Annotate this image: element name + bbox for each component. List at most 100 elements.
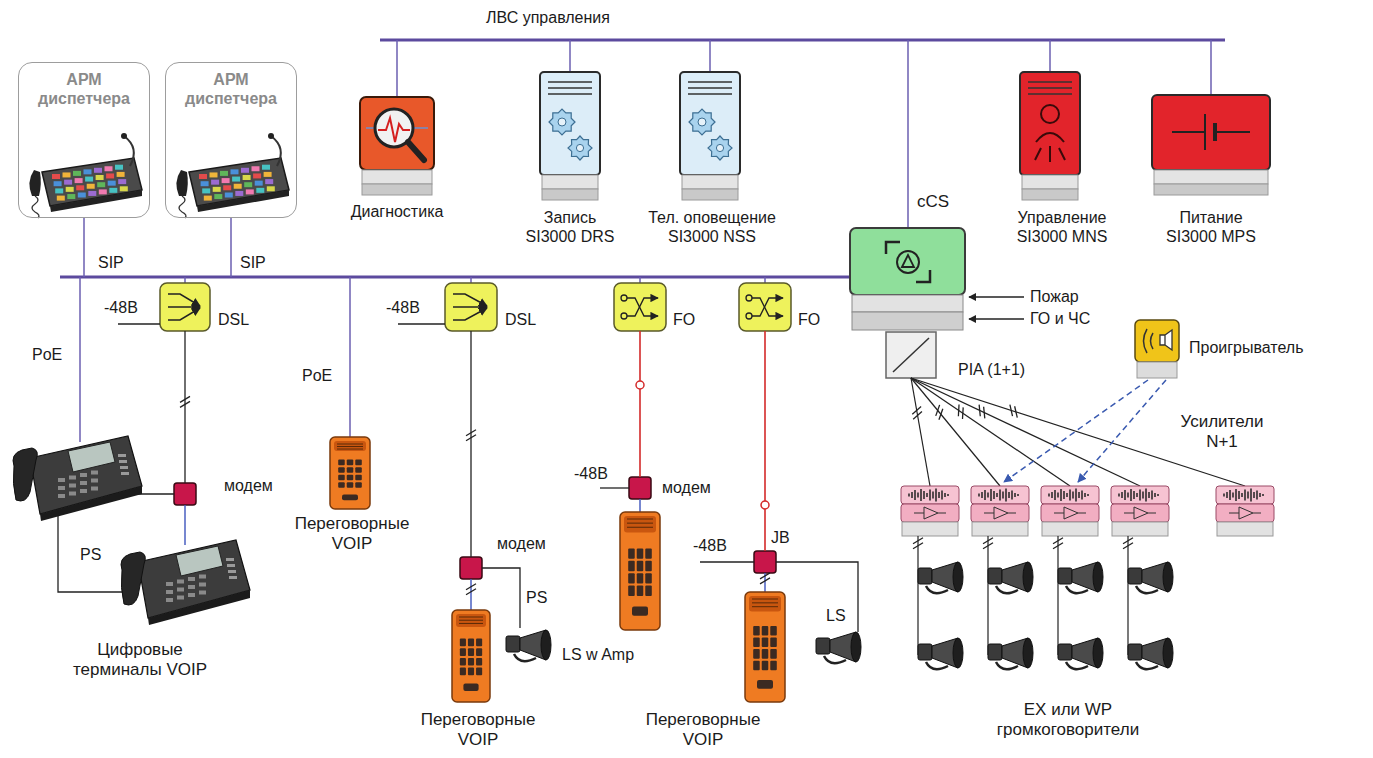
console-key: [105, 166, 113, 171]
intercom-key: [645, 561, 652, 571]
node-label: JB: [771, 528, 790, 547]
console-base: [197, 190, 289, 212]
phone-key: [69, 476, 76, 480]
fiber-port: [621, 313, 627, 319]
console-key: [255, 181, 263, 186]
waveform: [1157, 494, 1159, 496]
bus-drop: [396, 40, 398, 97]
node-label: DSL: [505, 310, 536, 329]
waveform: [1232, 493, 1234, 498]
waveform: [1250, 489, 1252, 502]
waveform: [1223, 494, 1225, 497]
diagnostics-icon: Диагностика: [358, 97, 436, 195]
control-rays: [1035, 146, 1065, 162]
intercom-key: [468, 658, 474, 666]
cable-hash-mark: [466, 589, 476, 595]
node-label: модем: [497, 534, 546, 553]
amplifier-unit: [901, 486, 959, 504]
waveform: [1253, 492, 1255, 498]
speaker-driver: [1128, 568, 1142, 584]
intercom-key: [476, 648, 482, 656]
intercom-key: [762, 626, 769, 636]
switch-body: [850, 228, 965, 295]
fiber-unit: FO: [614, 283, 666, 331]
waveform: [1238, 491, 1240, 499]
waveform: [914, 490, 916, 500]
device-caption: Переговорные VOIP: [645, 710, 762, 751]
console-key: [211, 180, 219, 185]
console-key: [75, 178, 83, 183]
node-label: Тел. оповещение SI3000 NSS: [647, 208, 777, 246]
handset: [176, 170, 187, 196]
cable-hash-mark: [913, 538, 923, 544]
sip-bus: [60, 276, 850, 279]
console-key: [73, 171, 81, 176]
console-key: [109, 188, 117, 193]
waveform: [999, 490, 1001, 501]
power-label: PS: [526, 588, 547, 607]
intercom-key: [637, 586, 644, 596]
phone-key: [199, 575, 206, 579]
amplifier-unit: [1216, 486, 1274, 504]
intercom-key: [460, 668, 466, 676]
waveform: [1078, 492, 1080, 498]
switch-bar: [852, 295, 963, 312]
diagnostics-monitor: [360, 97, 434, 170]
speaker-mouth: [851, 632, 861, 662]
protocol-label: SIP: [98, 253, 124, 272]
amplifier-symbol: [1054, 507, 1086, 519]
intercom-key: [628, 586, 635, 596]
amplifier-unit: [971, 504, 1029, 522]
waveform: [1262, 494, 1264, 496]
cable-hash-mark: [936, 405, 940, 416]
console-key: [235, 191, 243, 196]
audio-line: [911, 378, 1070, 486]
waveform: [1229, 490, 1231, 500]
console-key: [78, 193, 86, 198]
waveform: [990, 489, 992, 501]
server-slot: [548, 93, 592, 95]
device-base: [1154, 184, 1268, 195]
audio-line: [911, 378, 1245, 486]
bus-drop: [1210, 40, 1212, 95]
server-slot: [548, 81, 592, 83]
console-key: [120, 186, 128, 191]
waveform: [1136, 493, 1138, 497]
server-icon: Управление SI3000 MNS: [1020, 72, 1080, 200]
waveform: [1002, 492, 1004, 499]
console-key: [55, 188, 63, 193]
power-label: -48В: [574, 464, 608, 483]
power-feed: [700, 561, 754, 562]
switch-symbol: [897, 251, 919, 273]
waveform: [981, 492, 983, 498]
intercom-key: [637, 561, 644, 571]
intercom-button: [463, 684, 478, 691]
phone-key: [119, 460, 127, 463]
phone-key: [188, 577, 195, 581]
player-body: [1135, 320, 1179, 362]
intercom-key: [762, 661, 769, 671]
speaker-grille: [627, 527, 653, 528]
device-base: [682, 189, 738, 200]
intercom-key: [347, 467, 354, 473]
fiber-splice: [761, 501, 769, 509]
speaker-grille: [627, 519, 653, 520]
switch-symbol: [886, 242, 930, 282]
dsl-arrow: [168, 294, 200, 306]
speaker-driver: [918, 568, 932, 584]
speaker-grille: [337, 449, 363, 450]
intercom-body: [620, 512, 660, 630]
node-label: Запись SI3000 DRS: [525, 208, 616, 246]
phone-key: [91, 471, 98, 475]
phone-key: [69, 492, 76, 496]
console-key: [265, 179, 273, 184]
microphone-arm: [271, 136, 281, 166]
waveform: [947, 494, 949, 496]
console-key: [202, 188, 210, 193]
amplifier-base: [972, 522, 1028, 536]
phone-key: [58, 486, 65, 490]
intercom-key: [770, 649, 777, 659]
connector-line: [470, 331, 471, 557]
